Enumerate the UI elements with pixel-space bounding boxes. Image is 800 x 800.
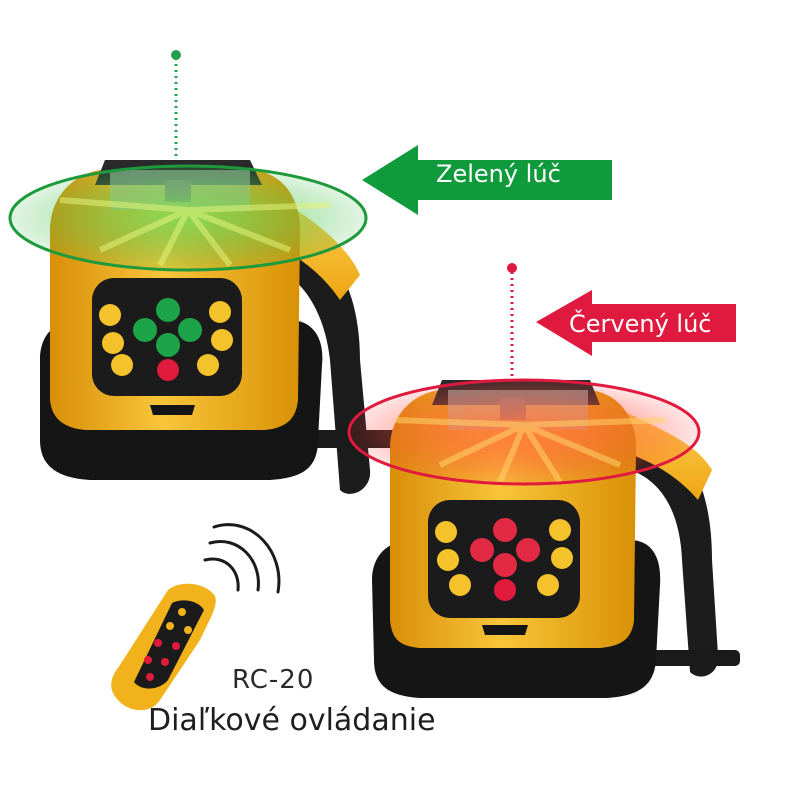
power-icon: [494, 579, 516, 601]
red-beam-label: Červený lúč: [569, 310, 712, 338]
left-arrow-icon: [362, 145, 612, 215]
remote-keypad: [134, 600, 204, 689]
wireless-signal-icon: [203, 523, 281, 594]
green-beam-dot: [171, 50, 181, 60]
red-unit-foot-bar: [640, 650, 740, 666]
remote-model-label: RC-20: [232, 665, 315, 695]
red-unit-buttons: [435, 518, 573, 601]
green-unit-buttons: [99, 298, 233, 381]
green-beam-label: Zelený lúč: [436, 160, 561, 188]
red-laser-unit: [347, 263, 740, 698]
green-beam-ring: [8, 164, 368, 272]
power-icon: [157, 359, 179, 381]
red-beam-ring: [347, 378, 701, 486]
remote-caption: Diaľkové ovládanie: [148, 703, 436, 738]
left-arrow-icon: [536, 290, 736, 356]
remote-control: [111, 523, 281, 711]
red-beam-dot: [507, 263, 517, 273]
remote-buttons: [144, 608, 192, 681]
